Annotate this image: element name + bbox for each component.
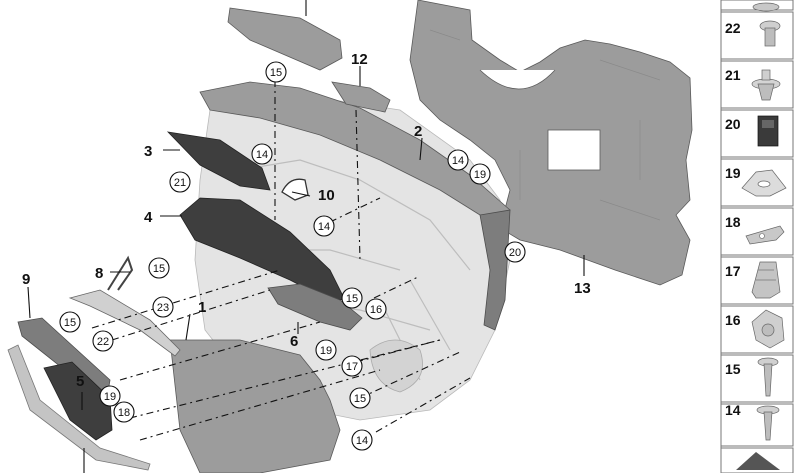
circled-callout: 22: [92, 330, 114, 352]
svg-text:19: 19: [474, 169, 486, 181]
clip-nut-icon: [757, 115, 779, 147]
circled-callout: 14: [251, 143, 273, 165]
svg-text:16: 16: [370, 304, 382, 316]
svg-text:20: 20: [725, 116, 741, 132]
expanding-rivet-icon: [751, 69, 781, 101]
circled-callout: 14: [351, 429, 373, 451]
svg-text:19: 19: [320, 345, 332, 357]
circled-callout: 17: [341, 355, 363, 377]
bracket-clip-icon: [745, 225, 785, 245]
svg-text:21: 21: [725, 67, 741, 83]
upper-trim-strip: [479, 209, 511, 331]
reinforcement-strip-23: [68, 289, 181, 357]
spring-clip-icon: [751, 261, 781, 299]
lower-trim-strip: [7, 344, 151, 471]
svg-text:22: 22: [97, 336, 109, 348]
stud-icon: [759, 20, 781, 47]
circled-callout: 23: [152, 296, 174, 318]
up-arrow-icon: [736, 452, 780, 470]
svg-text:16: 16: [725, 312, 741, 328]
svg-text:15: 15: [346, 293, 358, 305]
speaker-grille-5: [43, 361, 113, 441]
legend-cell-19: 19: [720, 158, 794, 207]
legend-cell-more: [720, 447, 794, 473]
svg-text:19: 19: [104, 391, 116, 403]
callout-8: 8: [95, 265, 103, 282]
circled-callout: 14: [447, 149, 469, 171]
svg-text:15: 15: [64, 317, 76, 329]
top-switch-panel: [227, 7, 343, 71]
legend-cell-17: 17: [720, 256, 794, 305]
svg-text:20: 20: [509, 247, 521, 259]
circled-callout: 21: [169, 171, 191, 193]
svg-text:14: 14: [452, 155, 464, 167]
screw-icon: [757, 357, 779, 397]
circled-callout: 15: [341, 287, 363, 309]
callout-9: 9: [22, 271, 30, 288]
callout-12: 12: [351, 51, 368, 68]
callout-6: 6: [290, 333, 298, 350]
svg-text:21: 21: [174, 177, 186, 189]
circled-callout: 19: [99, 385, 121, 407]
callout-2: 2: [414, 123, 422, 140]
callout-13: 13: [574, 280, 591, 297]
svg-text:17: 17: [725, 263, 741, 279]
circled-callout: 15: [349, 387, 371, 409]
svg-text:15: 15: [725, 361, 741, 377]
callout-1: 1: [198, 299, 206, 316]
legend-cell-14: 14: [720, 402, 794, 447]
svg-text:15: 15: [270, 67, 282, 79]
legend-cell-15: 15: [720, 354, 794, 403]
circled-callout: 19: [469, 163, 491, 185]
svg-text:19: 19: [725, 165, 741, 181]
svg-text:23: 23: [157, 302, 169, 314]
legend-cell-18: 18: [720, 207, 794, 256]
svg-text:15: 15: [153, 263, 165, 275]
leader-lines: [27, 0, 585, 473]
speaker-cover-3: [166, 131, 271, 191]
svg-text:14: 14: [318, 221, 330, 233]
circled-callout: 14: [313, 215, 335, 237]
bracket-12: [331, 81, 391, 113]
circled-callout: 18: [113, 401, 135, 423]
parts-legend: 22 21 20 19 18 17: [720, 0, 794, 473]
holder-clip-icon: [751, 309, 785, 349]
circled-callout: 20: [504, 241, 526, 263]
svg-text:18: 18: [725, 214, 741, 230]
cable-8: [107, 255, 134, 291]
legend-cell-20: 20: [720, 109, 794, 158]
callout-10: 10: [318, 187, 335, 204]
svg-text:14: 14: [725, 402, 741, 418]
circled-callout: 16: [365, 298, 387, 320]
callout-3: 3: [144, 143, 152, 160]
svg-text:14: 14: [356, 435, 368, 447]
callout-5: 5: [76, 373, 84, 390]
main-callouts: 1 2 3 4 5 6 8 9 10 12 13: [22, 51, 591, 390]
circled-callout: 15: [59, 311, 81, 333]
door-handle-10: [281, 178, 309, 201]
reflector-bracket-6: [267, 283, 363, 331]
insulation-panel: [409, 0, 693, 286]
callout-4: 4: [144, 209, 153, 226]
legend-cell-21: 21: [720, 60, 794, 109]
svg-text:15: 15: [354, 393, 366, 405]
svg-text:14: 14: [256, 149, 268, 161]
circled-callouts: 15 14 21 14 19 14 15 15 16 15 23 22 19 1…: [59, 61, 526, 451]
spring-washer-icon: [741, 169, 787, 197]
legend-cell-22: 22: [720, 11, 794, 60]
legend-cell-16: 16: [720, 305, 794, 354]
flange-screw-icon: [756, 405, 780, 441]
circled-callout: 15: [148, 257, 170, 279]
circled-callout: 15: [265, 61, 287, 83]
circled-callout: 19: [315, 339, 337, 361]
svg-text:18: 18: [118, 407, 130, 419]
svg-text:17: 17: [346, 361, 358, 373]
svg-text:22: 22: [725, 20, 741, 36]
